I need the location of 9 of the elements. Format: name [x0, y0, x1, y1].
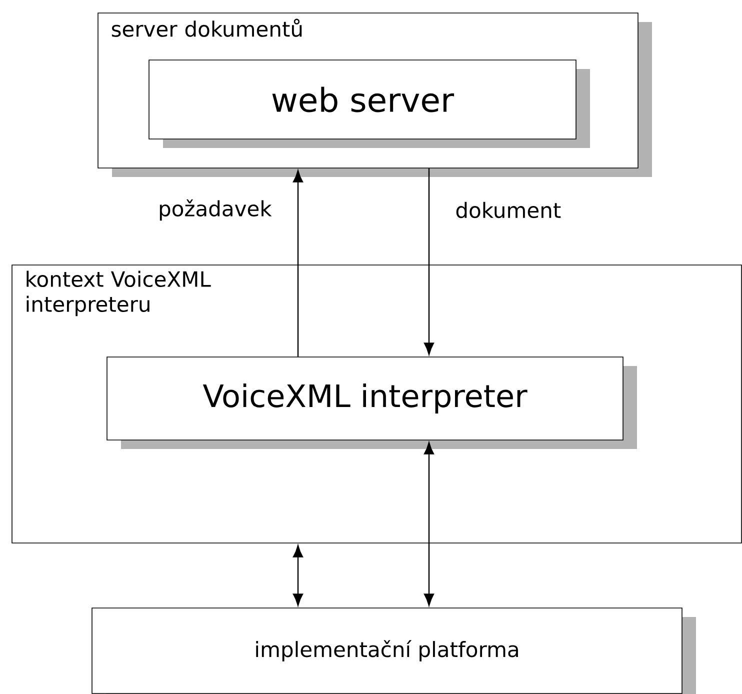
process-box: web server [148, 60, 590, 148]
edge-label: dokument [456, 202, 561, 218]
process-box: implementační platforma [92, 608, 696, 694]
process-box: VoiceXML interpreter [106, 356, 637, 449]
arrow [424, 442, 434, 606]
edge-label: požadavek [160, 199, 272, 221]
arrow [292, 545, 304, 606]
arrow [424, 168, 434, 355]
arrow [292, 170, 304, 357]
